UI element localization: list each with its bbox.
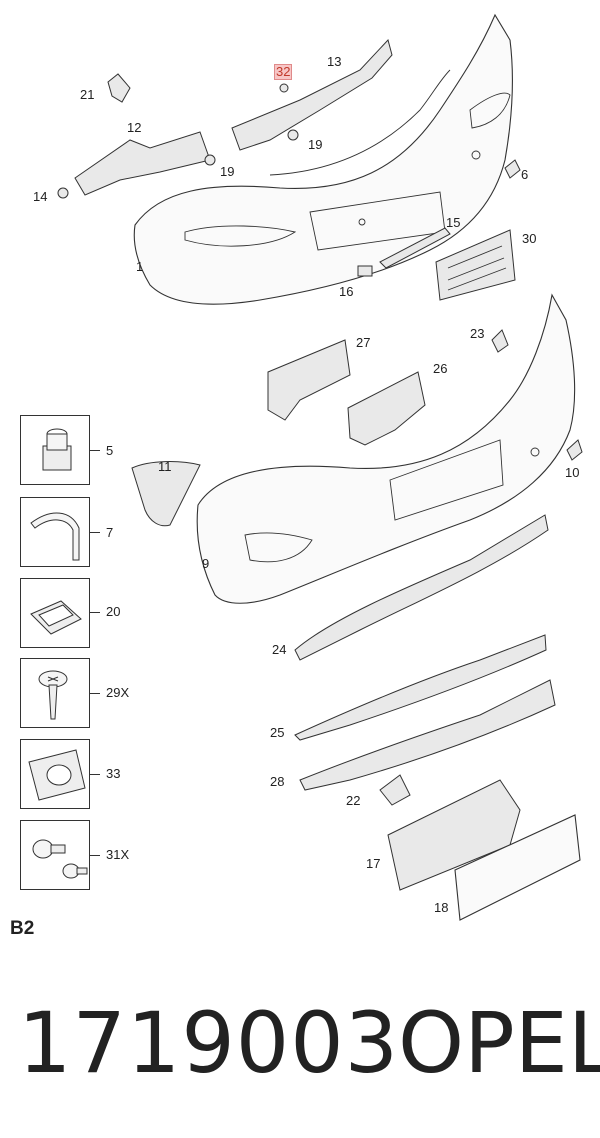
upper-bracket — [231, 38, 393, 151]
legend-item-7 — [20, 497, 90, 567]
callout-22: 22 — [346, 793, 361, 808]
callout-24: 24 — [272, 642, 287, 657]
diffuser-24 — [294, 514, 549, 661]
plate-base — [387, 779, 521, 891]
callout-19b: 19 — [220, 164, 235, 179]
retainer-clip-icon — [30, 600, 82, 635]
legend-num-31x: 31X — [106, 847, 130, 862]
grommet-icon — [28, 749, 86, 801]
part-number: 1719003 — [18, 994, 400, 1092]
callout-32: 32 — [273, 64, 293, 80]
diffuser-28 — [299, 679, 556, 791]
callout-15: 15 — [446, 215, 461, 230]
callout-28: 28 — [270, 774, 285, 789]
legend-item-33 — [20, 739, 90, 809]
support-22 — [379, 774, 411, 806]
part-21 — [107, 73, 131, 103]
callout-13: 13 — [327, 54, 342, 69]
bumper-cover-upper — [133, 13, 514, 305]
section-code: B2 — [10, 918, 35, 939]
legend-num-29x: 29X — [106, 685, 130, 700]
legend-item-31x — [20, 820, 90, 890]
callout-19a: 19 — [308, 137, 323, 152]
seal-strip-icon — [30, 512, 80, 561]
callout-16: 16 — [339, 284, 354, 299]
callout-23: 23 — [470, 326, 485, 341]
brand-name: OPEL — [398, 994, 600, 1092]
bolt-pair-icon — [32, 839, 88, 879]
screw-icon — [38, 670, 68, 720]
legend-item-20 — [20, 578, 90, 648]
legend-item-5 — [20, 415, 90, 485]
callout-21: 21 — [80, 87, 95, 102]
callout-30: 30 — [522, 231, 537, 246]
bracket-26 — [347, 371, 426, 446]
plate-holder — [435, 229, 516, 301]
license-plate — [454, 814, 581, 921]
callout-14: 14 — [33, 189, 48, 204]
callout-25: 25 — [270, 725, 285, 740]
diffuser-25 — [294, 634, 547, 741]
callout-27: 27 — [356, 335, 371, 350]
callout-1: 1 — [136, 259, 144, 274]
callout-17: 17 — [366, 856, 381, 871]
reflector-frame — [131, 461, 201, 527]
legend-num-33: 33 — [106, 766, 121, 781]
parts-drawing — [57, 13, 583, 921]
legend-num-5: 5 — [106, 443, 114, 458]
legend-num-7: 7 — [106, 525, 114, 540]
legend-item-29x — [20, 658, 90, 728]
callout-10: 10 — [565, 465, 580, 480]
bumper-cover-lower — [196, 293, 576, 604]
exploded-parts-diagram: 32 13 21 12 19 19 14 6 15 30 1 16 27 23 … — [33, 13, 583, 921]
clip-icon — [42, 428, 72, 471]
callout-18: 18 — [434, 900, 449, 915]
callout-9: 9 — [202, 556, 210, 571]
callout-11: 11 — [158, 459, 172, 474]
callout-26: 26 — [433, 361, 448, 376]
callout-12: 12 — [127, 120, 142, 135]
trim-strip — [379, 227, 451, 269]
bracket-27 — [267, 339, 351, 421]
callout-6: 6 — [521, 167, 529, 182]
side-guide — [74, 131, 211, 196]
legend-num-20: 20 — [106, 604, 121, 619]
